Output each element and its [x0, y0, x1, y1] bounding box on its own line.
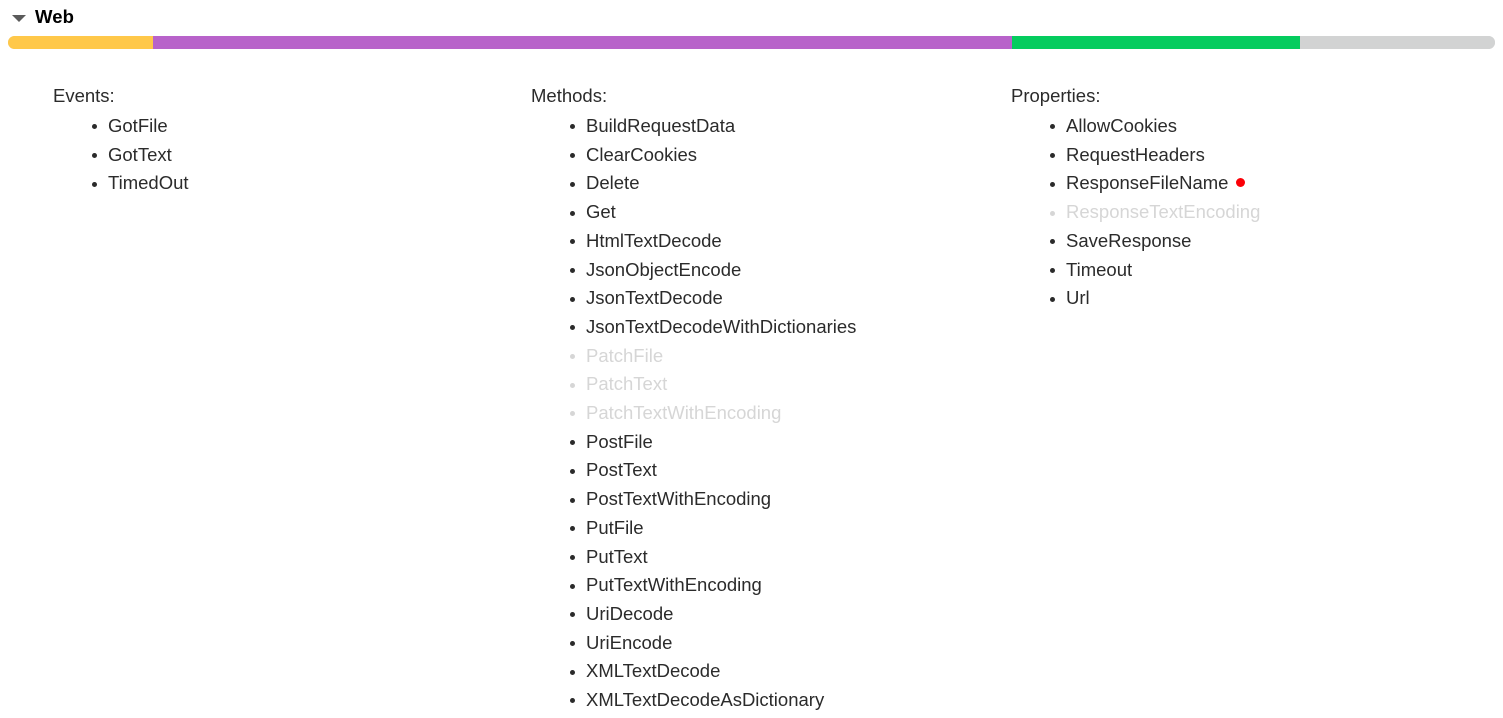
list-item[interactable]: PostTextWithEncoding: [570, 485, 991, 514]
section-header[interactable]: Web: [0, 0, 74, 34]
list-item-label: Timeout: [1066, 258, 1133, 280]
list-item-label: PatchText: [586, 373, 668, 395]
list-item[interactable]: JsonTextDecodeWithDictionaries: [570, 313, 991, 342]
column-title-events: Events:: [53, 85, 115, 106]
list-item-label: GotText: [108, 143, 172, 165]
list-item-label: XMLTextDecodeAsDictionary: [586, 689, 825, 711]
list-item-label: PutText: [586, 545, 648, 567]
list-item[interactable]: PutFile: [570, 514, 991, 543]
list-item-label: PatchTextWithEncoding: [586, 402, 782, 424]
list-item-label: PutFile: [586, 516, 644, 538]
list-item[interactable]: UriEncode: [570, 629, 991, 658]
list-item[interactable]: PutText: [570, 543, 991, 572]
list-item[interactable]: ResponseFileName: [1050, 169, 1481, 198]
list-item: PatchText: [570, 370, 991, 399]
list-item-label: PostText: [586, 459, 657, 481]
page-title: Web: [35, 6, 75, 27]
progress-segment-methods: [153, 36, 1012, 49]
list-item-label: TimedOut: [108, 172, 189, 194]
list-item: PatchFile: [570, 342, 991, 371]
list-item: PatchTextWithEncoding: [570, 399, 991, 428]
list-item[interactable]: PostFile: [570, 428, 991, 457]
column-title-properties: Properties:: [1011, 85, 1101, 106]
list-item[interactable]: PostText: [570, 456, 991, 485]
progress-segment-events: [8, 36, 153, 49]
column-title-methods: Methods:: [531, 85, 608, 106]
list-item-label: HtmlTextDecode: [586, 229, 722, 251]
list-item[interactable]: AllowCookies: [1050, 112, 1481, 141]
progress-segment-remaining: [1300, 36, 1495, 49]
list-item[interactable]: Timeout: [1050, 256, 1481, 285]
list-item-label: UriDecode: [586, 602, 674, 624]
list-item-label: BuildRequestData: [586, 115, 736, 136]
red-dot-icon: [1236, 178, 1246, 188]
list-item[interactable]: ClearCookies: [570, 141, 991, 170]
list-item-label: AllowCookies: [1066, 115, 1178, 136]
category-progress-bar: [8, 36, 1495, 49]
list-item-label: PostFile: [586, 430, 653, 452]
list-item-label: PatchFile: [586, 344, 664, 366]
list-item: ResponseTextEncoding: [1050, 198, 1481, 227]
list-item[interactable]: JsonTextDecode: [570, 284, 991, 313]
list-item-label: JsonObjectEncode: [586, 258, 742, 280]
list-item-label: JsonTextDecode: [586, 287, 723, 309]
list-item-label: JsonTextDecodeWithDictionaries: [586, 315, 857, 337]
list-item-label: ResponseFileName: [1066, 172, 1229, 194]
list-item-label: UriEncode: [586, 631, 673, 653]
list-item[interactable]: XMLTextDecode: [570, 657, 991, 686]
list-item[interactable]: GotText: [92, 141, 493, 170]
list-item[interactable]: JsonObjectEncode: [570, 256, 991, 285]
list-item[interactable]: TimedOut: [92, 169, 493, 198]
list-item[interactable]: Url: [1050, 284, 1481, 313]
list-item[interactable]: RequestHeaders: [1050, 141, 1481, 170]
list-item-label: SaveResponse: [1066, 229, 1192, 251]
progress-segment-properties: [1012, 36, 1300, 49]
list-item[interactable]: UriDecode: [570, 600, 991, 629]
list-item-label: ClearCookies: [586, 143, 698, 165]
list-item[interactable]: HtmlTextDecode: [570, 227, 991, 256]
triangle-down-icon[interactable]: [12, 14, 26, 22]
list-item[interactable]: Delete: [570, 169, 991, 198]
list-item[interactable]: SaveResponse: [1050, 227, 1481, 256]
list-item-label: Url: [1066, 287, 1090, 309]
list-item[interactable]: Get: [570, 198, 991, 227]
list-item[interactable]: PutTextWithEncoding: [570, 571, 991, 600]
list-item[interactable]: BuildRequestData: [570, 112, 991, 141]
list-item-label: PostTextWithEncoding: [586, 488, 772, 510]
list-item-label: Get: [586, 201, 616, 223]
list-item-label: ResponseTextEncoding: [1066, 201, 1261, 223]
list-item[interactable]: GotFile: [92, 112, 493, 141]
list-item-label: PutTextWithEncoding: [586, 574, 762, 596]
list-item-label: Delete: [586, 172, 640, 194]
list-item[interactable]: XMLTextDecodeAsDictionary: [570, 686, 991, 715]
list-item-label: GotFile: [108, 115, 168, 136]
list-item-label: XMLTextDecode: [586, 660, 721, 682]
list-item-label: RequestHeaders: [1066, 143, 1205, 165]
